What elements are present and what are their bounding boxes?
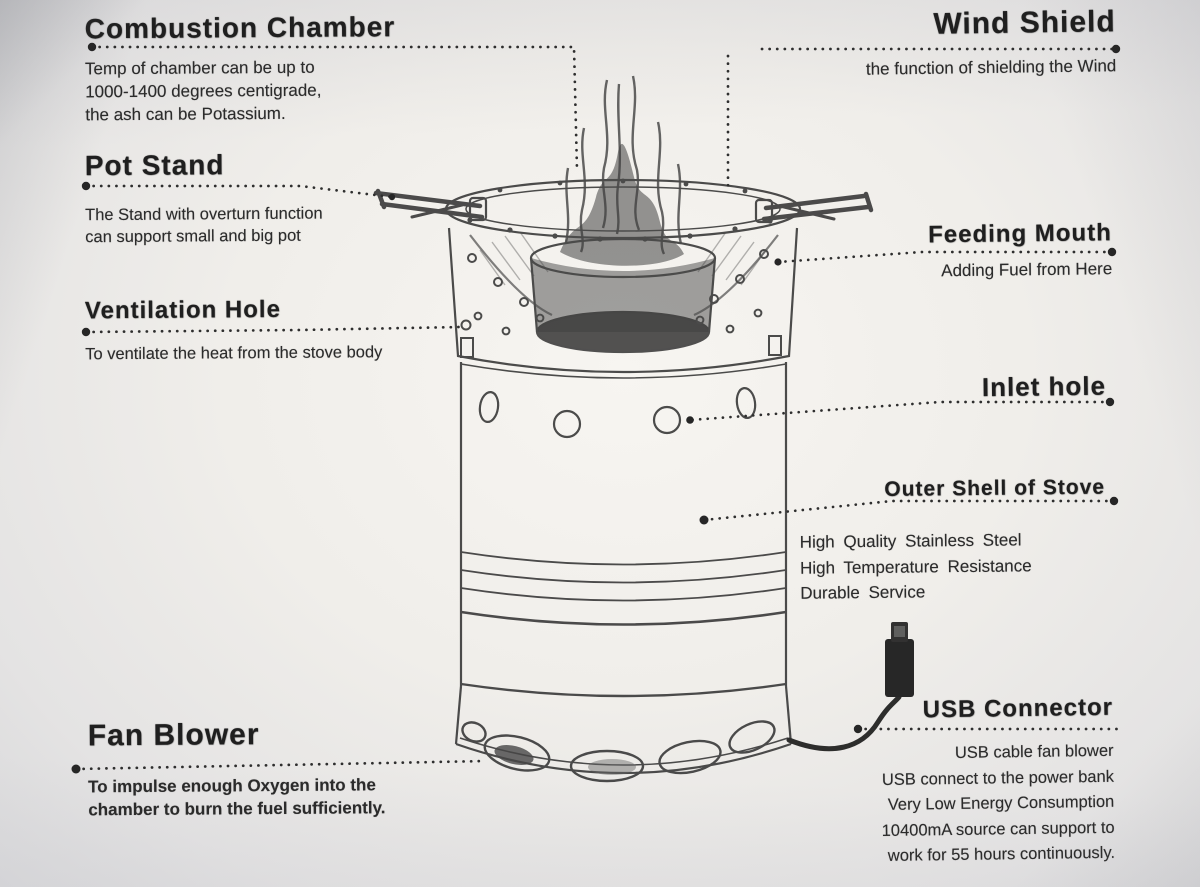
leader-pot-stand (84, 184, 394, 199)
usb-connector-title: USB Connector (922, 693, 1114, 724)
wind-shield-title: Wind Shield (933, 5, 1116, 41)
pot-stand-title: Pot Stand (84, 149, 225, 182)
label-pot-stand: Pot Stand The Stand with overturn functi… (85, 148, 426, 249)
latch-right (768, 335, 782, 356)
label-outer-shell-title: Outer Shell of Stove (845, 476, 1105, 503)
combustion-chamber-desc: Temp of chamber can be up to 1000-1400 d… (84, 57, 322, 124)
pot-stand-arm-right (754, 191, 874, 224)
pot-stand-desc: The Stand with overturn function can sup… (85, 204, 323, 247)
outer-shell-desc: High Quality Stainless Steel High Temper… (799, 530, 1032, 603)
feeding-mouth-title: Feeding Mouth (927, 219, 1112, 249)
inlet-hole-title: Inlet hole (981, 370, 1107, 403)
ventilation-hole-title: Ventilation Hole (84, 295, 281, 325)
ventilation-hole-desc: To ventilate the heat from the stove bod… (85, 343, 383, 364)
wind-shield-body (447, 227, 799, 374)
label-feeding-mouth: Feeding Mouth Adding Fuel from Here (812, 219, 1113, 284)
seam-bands (460, 551, 787, 698)
label-combustion-chamber: Combustion Chamber Temp of chamber can b… (85, 11, 466, 127)
label-ventilation-hole: Ventilation Hole To ventilate the heat f… (85, 295, 465, 366)
ventilation-hole-mark (460, 319, 472, 331)
fan-blower-title: Fan Blower (87, 718, 260, 753)
usb-connector-desc: USB cable fan blower USB connect to the … (881, 741, 1116, 866)
leader-feeding-mouth (776, 250, 1114, 264)
leader-fan-blower (74, 759, 488, 771)
usb-plug-icon (885, 622, 914, 697)
fan-blower-desc: To impulse enough Oxygen into the chambe… (88, 775, 386, 820)
label-usb-connector: USB Connector USB cable fan blower USB c… (793, 693, 1116, 871)
label-wind-shield: Wind Shield the function of shielding th… (716, 5, 1117, 83)
fan-cutouts (461, 720, 776, 783)
flame-fill (560, 143, 684, 266)
feeding-mouth-desc: Adding Fuel from Here (941, 259, 1113, 281)
inlet-holes (478, 386, 757, 439)
leader-ventilation-hole (84, 325, 462, 334)
combustion-chamber-title: Combustion Chamber (84, 11, 396, 45)
latch-left (460, 337, 474, 358)
label-outer-shell-desc: High Quality Stainless Steel High Temper… (800, 526, 1131, 606)
label-inlet-hole: Inlet hole (886, 371, 1106, 405)
leader-outer-shell (702, 499, 1116, 522)
usb-cable (786, 694, 902, 752)
fan-housing (454, 685, 793, 783)
leader-combustion-chamber (90, 45, 579, 172)
leader-endpoint-dots (71, 42, 1121, 774)
stove-body (459, 362, 788, 698)
leader-inlet-hole (688, 400, 1112, 422)
label-fan-blower: Fan Blower To impulse enough Oxygen into… (88, 717, 469, 822)
outer-shell-title: Outer Shell of Stove (884, 475, 1106, 501)
fan-icon (494, 745, 534, 765)
